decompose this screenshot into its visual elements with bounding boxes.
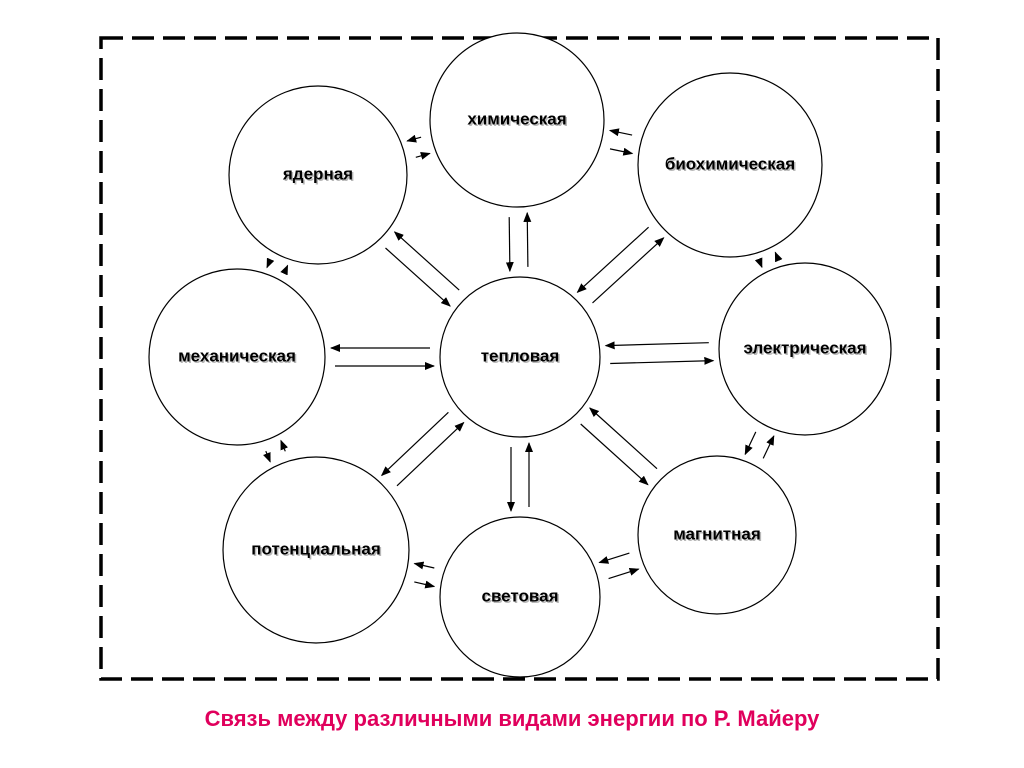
diagram-caption: Связь между различными видами энергии по…	[204, 706, 820, 731]
arrow-potential-to-mechanical	[280, 439, 289, 452]
arrow-nuclear-to-chemical	[415, 151, 431, 160]
arrow-chemical-to-biochemical	[609, 147, 634, 156]
arrows-layer	[263, 128, 783, 589]
arrow-potential-to-thermal	[396, 421, 465, 487]
arrow-biochemical-to-chemical	[608, 128, 633, 137]
node-label-electrical: электрическая	[743, 338, 866, 357]
arrow-magnetic-to-light	[598, 552, 630, 564]
node-label-biochemical: биохимическая	[665, 154, 795, 173]
arrow-magnetic-to-electrical	[762, 435, 775, 459]
arrow-thermal-to-biochemical	[592, 237, 665, 304]
node-label-shadow-nuclear: ядерная	[283, 166, 354, 185]
arrow-thermal-to-electrical	[610, 356, 715, 365]
node-circle-electrical	[718, 262, 892, 436]
arrow-thermal-to-potential	[380, 411, 449, 477]
arrow-electrical-to-biochemical	[774, 251, 783, 263]
node-circle-magnetic	[637, 455, 797, 615]
arrow-thermal-to-nuclear	[393, 231, 460, 291]
node-circle-light	[439, 516, 601, 678]
node-label-shadow-electrical: электрическая	[745, 340, 868, 359]
node-circle-potential	[222, 456, 410, 644]
arrow-biochemical-to-thermal	[576, 226, 650, 293]
arrow-nuclear-to-thermal	[385, 247, 451, 307]
node-circle-mechanical	[148, 268, 326, 446]
node-label-nuclear: ядерная	[282, 164, 353, 183]
nodes-layer: химическаяхимическаябиохимическаябиохими…	[148, 32, 892, 678]
node-label-mechanical: механическая	[178, 346, 296, 365]
node-label-shadow-biochemical: биохимическая	[666, 156, 796, 175]
node-circle-thermal	[439, 276, 601, 438]
arrow-nuclear-to-mechanical	[266, 257, 275, 269]
arrow-potential-to-light	[414, 580, 436, 589]
node-circle-chemical	[429, 32, 605, 208]
node-label-shadow-mechanical: механическая	[180, 348, 298, 367]
node-circle-nuclear	[228, 85, 408, 265]
node-label-shadow-light: световая	[483, 588, 560, 607]
arrow-chemical-to-thermal	[505, 217, 514, 273]
energy-diagram: химическаяхимическаябиохимическаябиохими…	[99, 32, 940, 681]
arrow-electrical-to-magnetic	[744, 431, 757, 456]
node-label-chemical: химическая	[467, 109, 566, 128]
node-label-shadow-magnetic: магнитная	[675, 526, 763, 545]
node-label-magnetic: магнитная	[673, 524, 761, 543]
arrow-chemical-to-nuclear	[406, 134, 422, 143]
arrow-light-to-potential	[413, 561, 435, 570]
node-label-shadow-potential: потенциальная	[253, 541, 383, 560]
node-label-shadow-chemical: химическая	[469, 111, 568, 130]
arrow-biochemical-to-electrical	[754, 257, 763, 269]
arrow-thermal-to-chemical	[523, 211, 532, 267]
arrow-electrical-to-thermal	[604, 341, 709, 350]
node-label-potential: потенциальная	[251, 539, 381, 558]
arrow-mechanical-to-potential	[263, 450, 271, 463]
node-label-thermal: тепловая	[481, 346, 560, 365]
arrow-thermal-to-magnetic	[580, 423, 649, 486]
arrow-light-to-magnetic	[608, 568, 640, 580]
node-circle-biochemical	[637, 72, 823, 258]
arrow-mechanical-to-nuclear	[280, 264, 289, 276]
node-label-light: световая	[482, 586, 559, 605]
arrow-magnetic-to-thermal	[589, 407, 658, 470]
node-label-shadow-thermal: тепловая	[482, 348, 561, 367]
